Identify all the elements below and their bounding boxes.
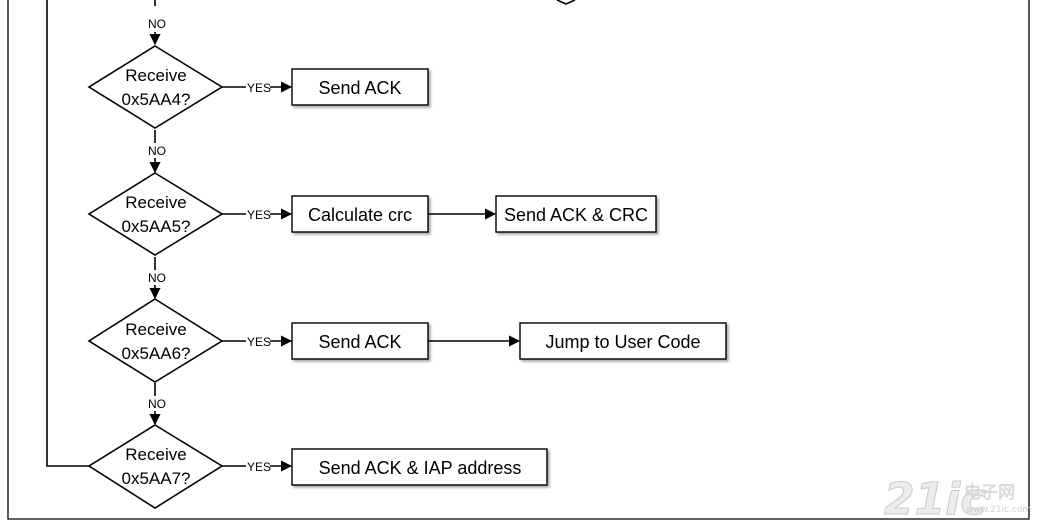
yes-label-4: YES bbox=[247, 460, 271, 474]
watermark-chinese: 电子网 bbox=[964, 482, 1015, 503]
decision-label-line1: Receive bbox=[125, 445, 186, 464]
process-label: Jump to User Code bbox=[545, 332, 700, 352]
yes-label-3: YES bbox=[247, 335, 271, 349]
process-calculate-crc bbox=[291, 195, 429, 233]
process-send-ack-3 bbox=[291, 322, 429, 360]
top-partial-shape bbox=[556, 0, 576, 5]
process-label: Send ACK bbox=[318, 332, 401, 352]
diagram-frame bbox=[7, 0, 1030, 520]
decision-label-line1: Receive bbox=[125, 193, 186, 212]
decision-0x5aa4 bbox=[87, 45, 224, 129]
decision-label-line2: 0x5AA4? bbox=[122, 90, 191, 109]
process-jump-to-user-code bbox=[519, 322, 727, 360]
decision-0x5aa7 bbox=[87, 424, 224, 509]
process-label: Calculate crc bbox=[308, 205, 412, 225]
watermark-url: www.21ic.com bbox=[966, 505, 1031, 515]
yes-label-1: YES bbox=[247, 81, 271, 95]
no-label-top: NO bbox=[148, 17, 166, 31]
watermark-number: 21ic bbox=[884, 474, 986, 525]
decision-label-line2: 0x5AA7? bbox=[122, 469, 191, 488]
decision-label-line1: Receive bbox=[125, 66, 186, 85]
process-label: Send ACK & CRC bbox=[504, 205, 648, 225]
watermark-logo: 21ic 电子网 www.21ic.com bbox=[884, 474, 1032, 526]
process-send-ack-iap bbox=[291, 448, 548, 486]
no-label-2: NO bbox=[148, 271, 166, 285]
process-label: Send ACK & IAP address bbox=[319, 458, 522, 478]
no-label-1: NO bbox=[148, 144, 166, 158]
process-send-ack-1 bbox=[291, 68, 429, 106]
process-send-ack-crc bbox=[495, 195, 657, 233]
no-label-3: NO bbox=[148, 397, 166, 411]
yes-label-2: YES bbox=[247, 208, 271, 222]
decision-label-line1: Receive bbox=[125, 320, 186, 339]
decision-label-line2: 0x5AA5? bbox=[122, 217, 191, 236]
decision-label-line2: 0x5AA6? bbox=[122, 344, 191, 363]
loop-back-line bbox=[46, 0, 90, 467]
decision-0x5aa6 bbox=[87, 298, 224, 383]
process-label: Send ACK bbox=[318, 78, 401, 98]
decision-0x5aa5 bbox=[87, 172, 224, 256]
